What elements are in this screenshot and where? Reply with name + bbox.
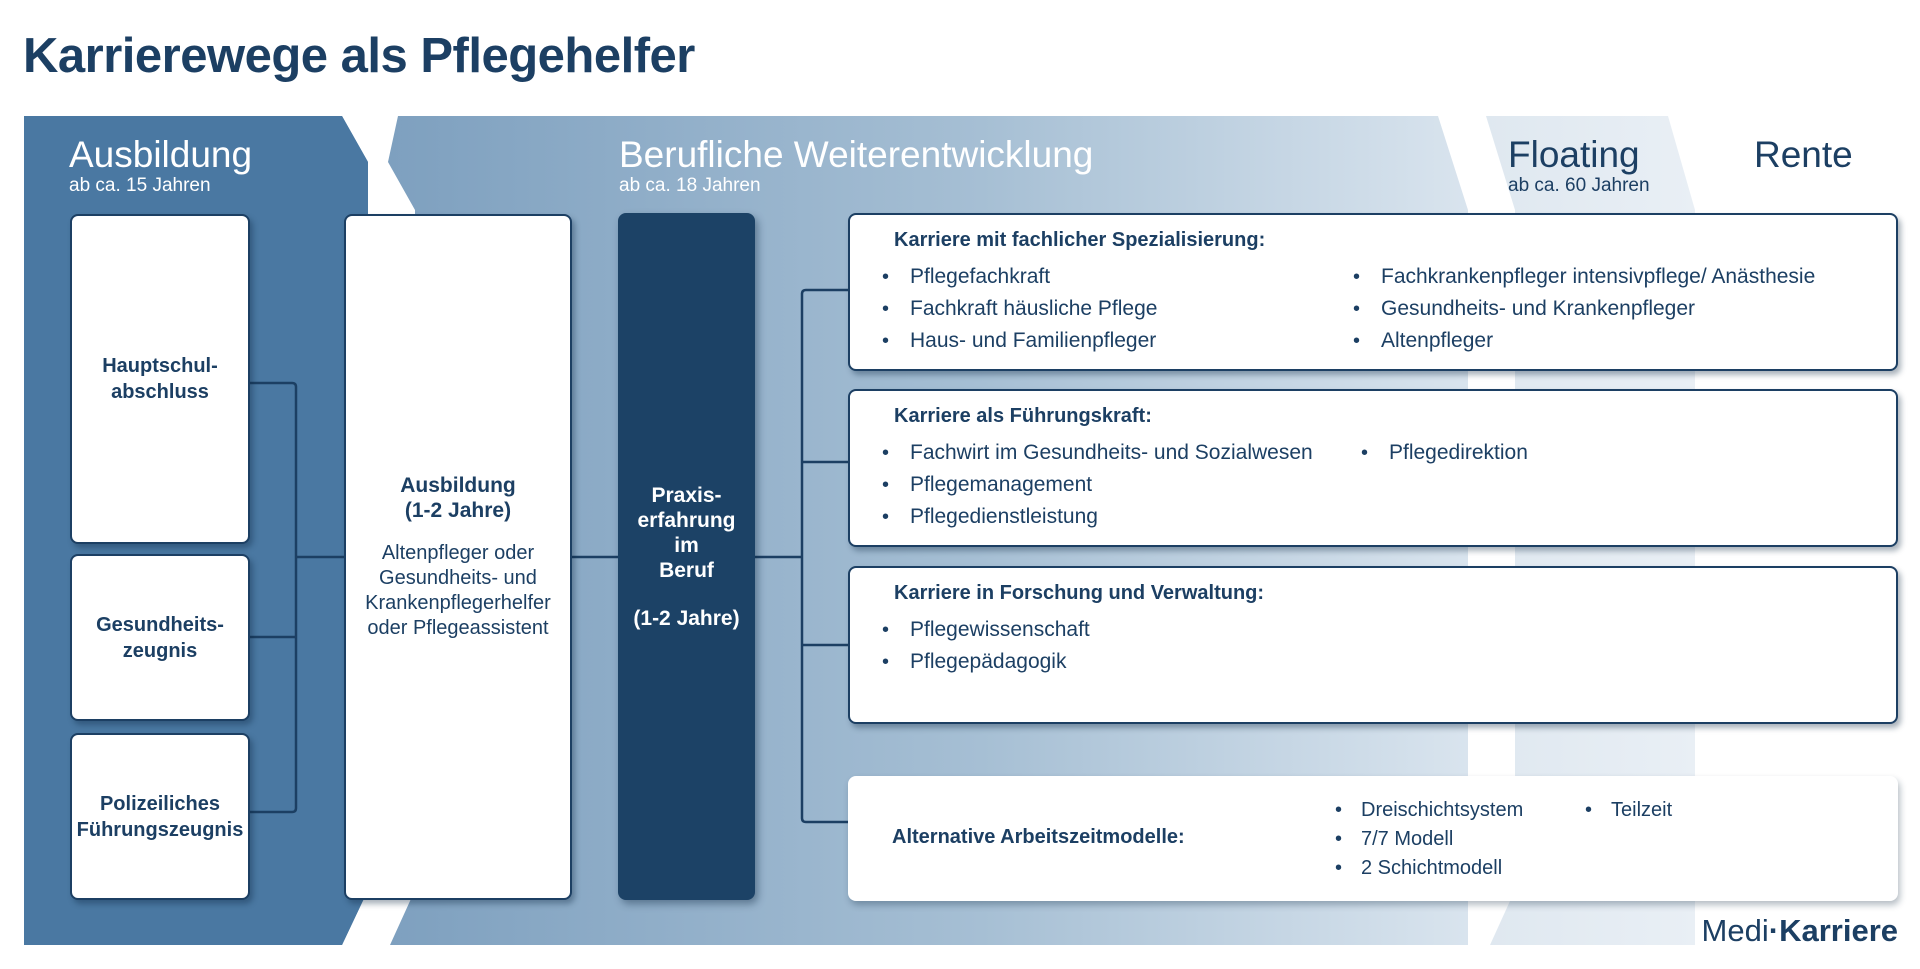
- list-item: Pflegedirektion: [1361, 437, 1528, 469]
- arbeitszeit-list: Dreischichtsystem 7/7 Modell 2 Schichtmo…: [1335, 796, 1523, 883]
- brand-dot: ·: [1768, 913, 1780, 948]
- career-list: Fachkrankenpfleger intensivpflege/ Anäst…: [1353, 261, 1815, 357]
- list-item: Teilzeit: [1585, 796, 1672, 825]
- requirement-fuehrungszeugnis: Polizeiliches Führungszeugnis: [70, 733, 250, 900]
- phase-subtitle-weiterentwicklung: ab ca. 18 Jahren: [619, 175, 761, 196]
- connector-lines: [248, 288, 849, 824]
- requirement-gesundheitszeugnis: Gesundheits- zeugnis: [70, 554, 250, 721]
- list-item: Pflegefachkraft: [882, 261, 1157, 293]
- brand-logo: Medi·Karriere: [1702, 913, 1898, 949]
- phase-subtitle-ausbildung: ab ca. 15 Jahren: [69, 175, 211, 196]
- career-title: Karriere mit fachlicher Spezialisierung:: [894, 229, 1266, 251]
- list-item: Gesundheits- und Krankenpfleger: [1353, 293, 1815, 325]
- career-list: Pflegewissenschaft Pflegepädagogik: [882, 614, 1090, 678]
- brand-part2: Karriere: [1779, 913, 1898, 948]
- list-item: Fachwirt im Gesundheits- und Sozialwesen: [882, 437, 1313, 469]
- phase-title-weiterentwicklung: Berufliche Weiterentwicklung: [619, 134, 1094, 175]
- requirement-label: Polizeiliches Führungszeugnis: [76, 792, 244, 841]
- phase-subtitle-floating: ab ca. 60 Jahren: [1508, 175, 1650, 196]
- list-item: Pflegepädagogik: [882, 646, 1090, 678]
- requirement-label: Gesundheits- zeugnis: [96, 613, 224, 662]
- arbeitszeit-title: Alternative Arbeitszeitmodelle:: [892, 826, 1185, 848]
- list-item: Pflegewissenschaft: [882, 614, 1090, 646]
- list-item: 2 Schichtmodell: [1335, 854, 1523, 883]
- career-list: Pflegedirektion: [1361, 437, 1528, 469]
- career-title: Karriere in Forschung und Verwaltung:: [894, 582, 1265, 604]
- ausbildung-description: Altenpfleger oder Gesundheits- und Krank…: [365, 542, 551, 639]
- phase-title-rente: Rente: [1754, 134, 1853, 175]
- career-list: Pflegefachkraft Fachkraft häusliche Pfle…: [882, 261, 1157, 357]
- arbeitszeit-list: Teilzeit: [1585, 796, 1672, 825]
- phase-title-floating: Floating: [1508, 134, 1640, 175]
- career-box-spezialisierung: Karriere mit fachlicher Spezialisierung:…: [848, 213, 1898, 371]
- career-box-forschung: Karriere in Forschung und Verwaltung: Pf…: [848, 566, 1898, 724]
- brand-part1: Medi: [1701, 913, 1769, 948]
- praxiserfahrung-label: Praxis- erfahrung im Beruf: [637, 483, 736, 582]
- requirement-hauptschulabschluss: Hauptschul- abschluss: [70, 214, 250, 544]
- career-box-fuehrungskraft: Karriere als Führungskraft: Fachwirt im …: [848, 389, 1898, 547]
- career-list: Fachwirt im Gesundheits- und Sozialwesen…: [882, 437, 1313, 533]
- list-item: Pflegedienstleistung: [882, 501, 1313, 533]
- requirement-label: Hauptschul- abschluss: [102, 355, 218, 403]
- arbeitszeit-box: Alternative Arbeitszeitmodelle: Dreischi…: [848, 776, 1898, 901]
- list-item: Pflegemanagement: [882, 469, 1313, 501]
- list-item: 7/7 Modell: [1335, 825, 1523, 854]
- ausbildung-box: Ausbildung (1-2 Jahre) Altenpfleger oder…: [344, 214, 572, 900]
- list-item: Dreischichtsystem: [1335, 796, 1523, 825]
- list-item: Fachkrankenpfleger intensivpflege/ Anäst…: [1353, 261, 1815, 293]
- list-item: Altenpfleger: [1353, 325, 1815, 357]
- praxiserfahrung-duration: (1-2 Jahre): [633, 606, 740, 630]
- career-title: Karriere als Führungskraft:: [894, 405, 1152, 427]
- list-item: Haus- und Familienpfleger: [882, 325, 1157, 357]
- ausbildung-title: Ausbildung (1-2 Jahre): [400, 474, 516, 522]
- phase-title-ausbildung: Ausbildung: [69, 134, 253, 175]
- list-item: Fachkraft häusliche Pflege: [882, 293, 1157, 325]
- page-title: Karrierewege als Pflegehelfer: [23, 29, 695, 83]
- praxiserfahrung-box: Praxis- erfahrung im Beruf (1-2 Jahre): [618, 213, 755, 900]
